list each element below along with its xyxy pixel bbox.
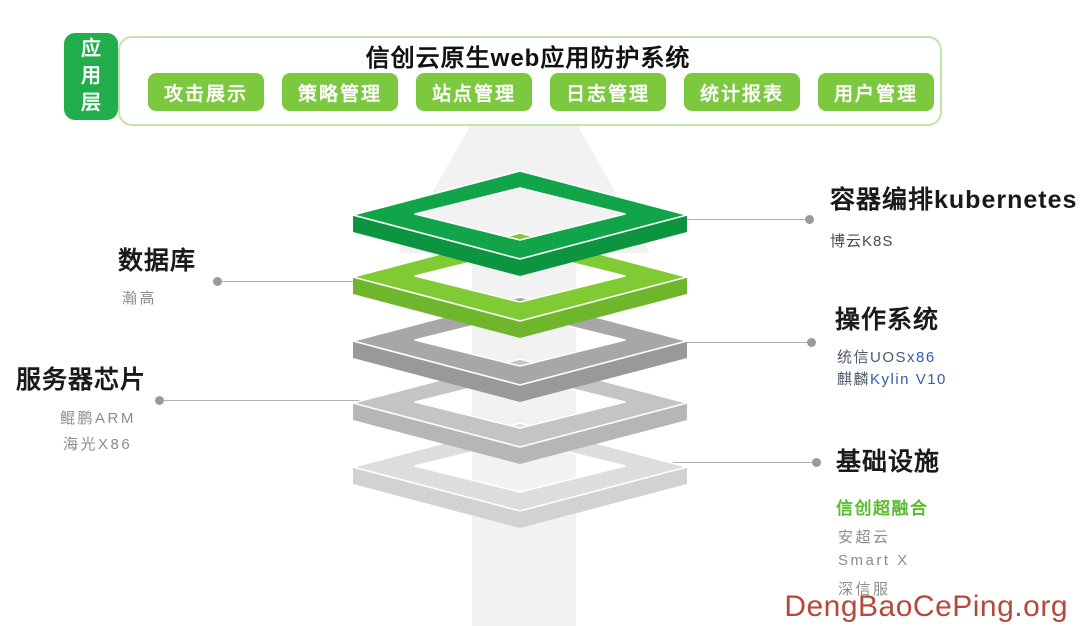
- annotation-item-boyun-k8s: 博云K8S: [830, 233, 894, 250]
- connector-line-database: [217, 281, 367, 282]
- btn-policy-mgmt[interactable]: 策略管理: [282, 73, 398, 111]
- layer-diamond-database: [340, 232, 700, 340]
- kylin-highlight: Kylin V10: [870, 371, 947, 388]
- annotation-item-anchao-cloud: 安超云: [838, 529, 891, 546]
- layer-diamond-server-chip: [340, 358, 700, 466]
- annotation-item-hangao: 瀚高: [122, 290, 158, 307]
- annotation-item-kylin: 麒麟Kylin V10: [837, 368, 947, 389]
- annotation-title-server-chip: 服务器芯片: [16, 366, 147, 394]
- layer-diamond-infrastructure: [340, 422, 700, 530]
- annotation-title-infrastructure: 基础设施: [836, 448, 941, 476]
- layer-diamond-operating-system: [340, 296, 700, 404]
- btn-stats-report[interactable]: 统计报表: [684, 73, 800, 111]
- connector-line-infrastructure: [666, 462, 816, 463]
- connector-dot-server-chip: [155, 396, 164, 405]
- annotation-title-os: 操作系统: [835, 306, 940, 334]
- annotation-item-sangfor: 深信服: [838, 581, 891, 598]
- connector-line-kubernetes: [662, 219, 809, 220]
- annotation-item-kunpeng-arm: 鲲鹏ARM: [60, 410, 136, 427]
- uos-prefix: 统信UOS: [837, 349, 908, 366]
- connector-dot-infrastructure: [812, 458, 821, 467]
- app-layer-badge: 应用层: [64, 33, 118, 120]
- btn-log-mgmt[interactable]: 日志管理: [550, 73, 666, 111]
- annotation-item-xinchuang-hci: 信创超融合: [836, 499, 929, 518]
- connector-line-server-chip: [159, 400, 365, 401]
- layer-diamond-container-orchestration: [340, 170, 700, 278]
- annotation-item-smartx: Smart X: [838, 552, 910, 569]
- kylin-prefix: 麒麟: [837, 371, 871, 388]
- app-layer-badge-label: 应用层: [81, 38, 101, 114]
- uos-highlight: x86: [907, 349, 936, 366]
- btn-site-mgmt[interactable]: 站点管理: [416, 73, 532, 111]
- btn-attack-display[interactable]: 攻击展示: [148, 73, 264, 111]
- connector-dot-database: [213, 277, 222, 286]
- annotation-item-uos: 统信UOSx86: [837, 346, 936, 367]
- annotation-title-kubernetes: 容器编排kubernetes: [830, 186, 1078, 214]
- connector-dot-kubernetes: [805, 215, 814, 224]
- btn-user-mgmt[interactable]: 用户管理: [818, 73, 934, 111]
- annotation-item-hygon-x86: 海光X86: [63, 436, 133, 453]
- system-title: 信创云原生web应用防护系统: [365, 45, 691, 72]
- header-button-row: 攻击展示 策略管理 站点管理 日志管理 统计报表 用户管理: [148, 73, 934, 111]
- annotation-title-database: 数据库: [118, 247, 197, 275]
- watermark: DengBaoCePing.org: [784, 590, 1068, 623]
- connector-line-os: [664, 342, 811, 343]
- connector-dot-os: [807, 338, 816, 347]
